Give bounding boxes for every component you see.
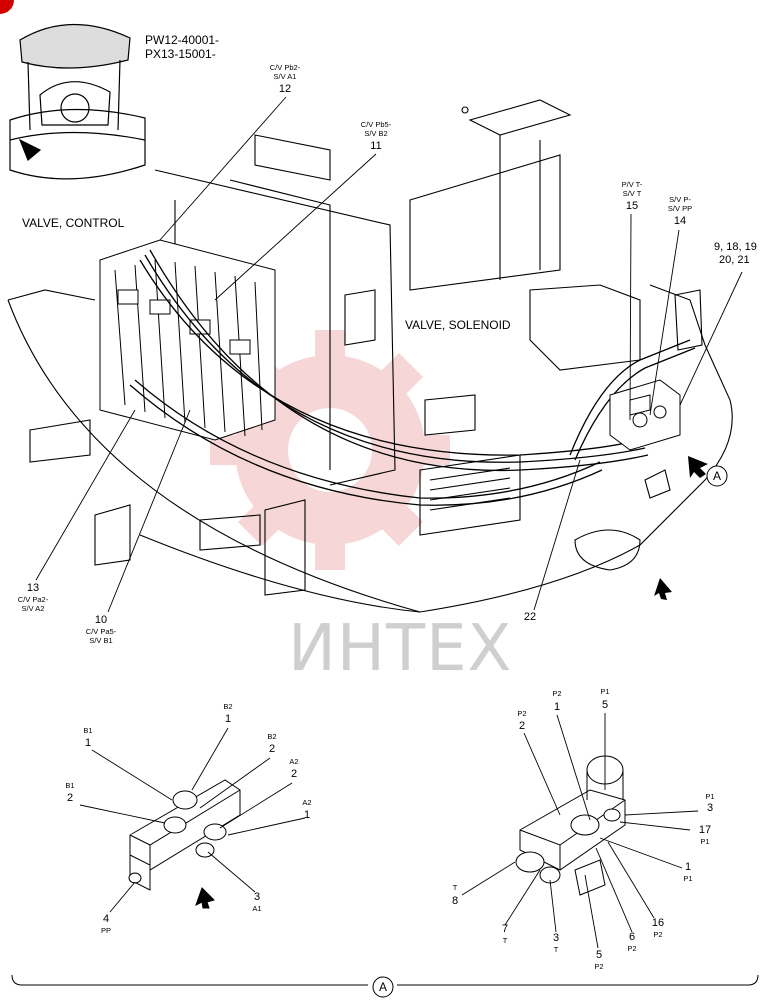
detail-left-drawing bbox=[128, 779, 241, 909]
callout-15-sub-2: S/V T bbox=[622, 189, 642, 198]
right-callout-p2-5-num: 5 bbox=[595, 949, 603, 961]
right-callout-p1-3-num: 3 bbox=[706, 802, 714, 814]
right-callout-p1-17-num: 17 bbox=[698, 824, 712, 836]
callout-14-sub-1: S/V P- bbox=[669, 195, 691, 204]
hose-bundle-drawing bbox=[129, 249, 696, 506]
right-callout-p2-6-port: P2 bbox=[627, 944, 637, 953]
right-callout-t-8-port: T bbox=[452, 883, 458, 892]
callout-14: 14 bbox=[673, 215, 687, 227]
callout-10-sub-2: S/V B1 bbox=[89, 636, 113, 645]
corner-marker-icon bbox=[0, 0, 14, 14]
right-callout-p2-16-port: P2 bbox=[653, 930, 663, 939]
right-callout-t-7-num: 7 bbox=[501, 923, 509, 935]
right-callout-t-8-num: 8 bbox=[451, 895, 459, 907]
right-callout-p2-2-num: 2 bbox=[518, 720, 526, 732]
callout-10-sub-1: C/V Pa5- bbox=[85, 627, 117, 636]
leader-lines-left bbox=[79, 727, 306, 913]
callout-13-sub-2: S/V A2 bbox=[21, 604, 45, 613]
callout-13: 13 bbox=[26, 582, 40, 594]
left-callout-b2-1-port: B2 bbox=[223, 702, 233, 711]
callout-12-sub-2: S/V A1 bbox=[273, 72, 297, 81]
right-callout-t-7-port: T bbox=[502, 936, 508, 945]
callout-14-sub-2: S/V PP bbox=[667, 204, 693, 213]
callout-11-sub-2: S/V B2 bbox=[364, 129, 388, 138]
watermark-text: ИНТЕХ bbox=[288, 612, 513, 686]
left-callout-a1-3-num: 3 bbox=[253, 891, 261, 903]
right-callout-p1-5-port: P1 bbox=[600, 687, 610, 696]
callout-11: 11 bbox=[370, 140, 382, 152]
machine-inset-drawing bbox=[9, 23, 146, 180]
left-callout-pp-4-port: PP bbox=[100, 926, 111, 935]
left-callout-a2-1-port: A2 bbox=[302, 798, 312, 807]
left-callout-b2-2-num: 2 bbox=[268, 743, 276, 755]
bottom-view-a-label: A bbox=[378, 980, 387, 994]
right-callout-p2-1-port: P2 bbox=[552, 689, 562, 698]
view-arrow-icon bbox=[654, 456, 708, 600]
left-callout-b1-1-num: 1 bbox=[84, 737, 92, 749]
title-valve-control: VALVE, CONTROL bbox=[22, 216, 125, 230]
detail-right-drawing bbox=[515, 755, 626, 896]
leader-lines-right bbox=[461, 713, 699, 949]
left-callout-b2-1-num: 1 bbox=[224, 713, 232, 725]
left-callout-pp-4-num: 4 bbox=[102, 913, 110, 925]
right-callout-p2-2-port: P2 bbox=[517, 709, 527, 718]
left-callout-b1-2-num: 2 bbox=[66, 792, 74, 804]
right-callout-p2-1-num: 1 bbox=[553, 701, 561, 713]
left-callout-b1-2-port: B1 bbox=[65, 781, 75, 790]
left-callout-b1-1-port: B1 bbox=[83, 726, 93, 735]
right-callout-p1-3-port: P1 bbox=[705, 792, 715, 801]
view-a-marker-circle bbox=[706, 465, 728, 487]
serial-range-1: PW12-40001- bbox=[145, 33, 220, 47]
serial-range-2: PX13-15001- bbox=[145, 47, 216, 61]
right-callout-p1-5-num: 5 bbox=[601, 699, 609, 711]
left-callout-a2-1-num: 1 bbox=[303, 809, 311, 821]
right-callout-p1-1-num: 1 bbox=[684, 861, 692, 873]
right-callout-p2-6-num: 6 bbox=[628, 931, 636, 943]
callout-11-sub-1: C/V Pb5- bbox=[360, 120, 392, 129]
left-callout-a2-2-num: 2 bbox=[290, 768, 298, 780]
callout-9-18-19: 9, 18, 19 bbox=[714, 241, 757, 253]
callout-15: 15 bbox=[625, 200, 639, 212]
callout-22: 22 bbox=[523, 611, 537, 623]
right-callout-p1-17-port: P1 bbox=[700, 837, 710, 846]
left-callout-a2-2-port: A2 bbox=[289, 757, 299, 766]
right-callout-p2-5-port: P2 bbox=[594, 962, 604, 971]
callout-13-sub-1: C/V Pa2- bbox=[17, 595, 49, 604]
leader-lines-main bbox=[35, 96, 743, 613]
callout-12: 12 bbox=[278, 83, 292, 95]
bottom-view-a-circle bbox=[372, 976, 394, 998]
left-callout-b2-2-port: B2 bbox=[267, 732, 277, 741]
left-callout-a1-3-port: A1 bbox=[252, 904, 262, 913]
right-callout-t-3-num: 3 bbox=[552, 932, 560, 944]
view-a-bracket bbox=[11, 974, 759, 986]
callout-20-21: 20, 21 bbox=[719, 254, 750, 266]
view-a-label: A bbox=[712, 469, 721, 483]
callout-12-sub-1: C/V Pb2- bbox=[269, 63, 301, 72]
callout-15-sub-1: P/V T- bbox=[621, 180, 643, 189]
right-callout-p1-1-port: P1 bbox=[683, 874, 693, 883]
solenoid-valve-assembly bbox=[609, 379, 681, 451]
callout-10: 10 bbox=[94, 614, 108, 626]
right-callout-p2-16-num: 16 bbox=[651, 917, 665, 929]
title-valve-solenoid: VALVE, SOLENOID bbox=[405, 318, 511, 332]
right-callout-t-3-port: T bbox=[553, 945, 559, 954]
